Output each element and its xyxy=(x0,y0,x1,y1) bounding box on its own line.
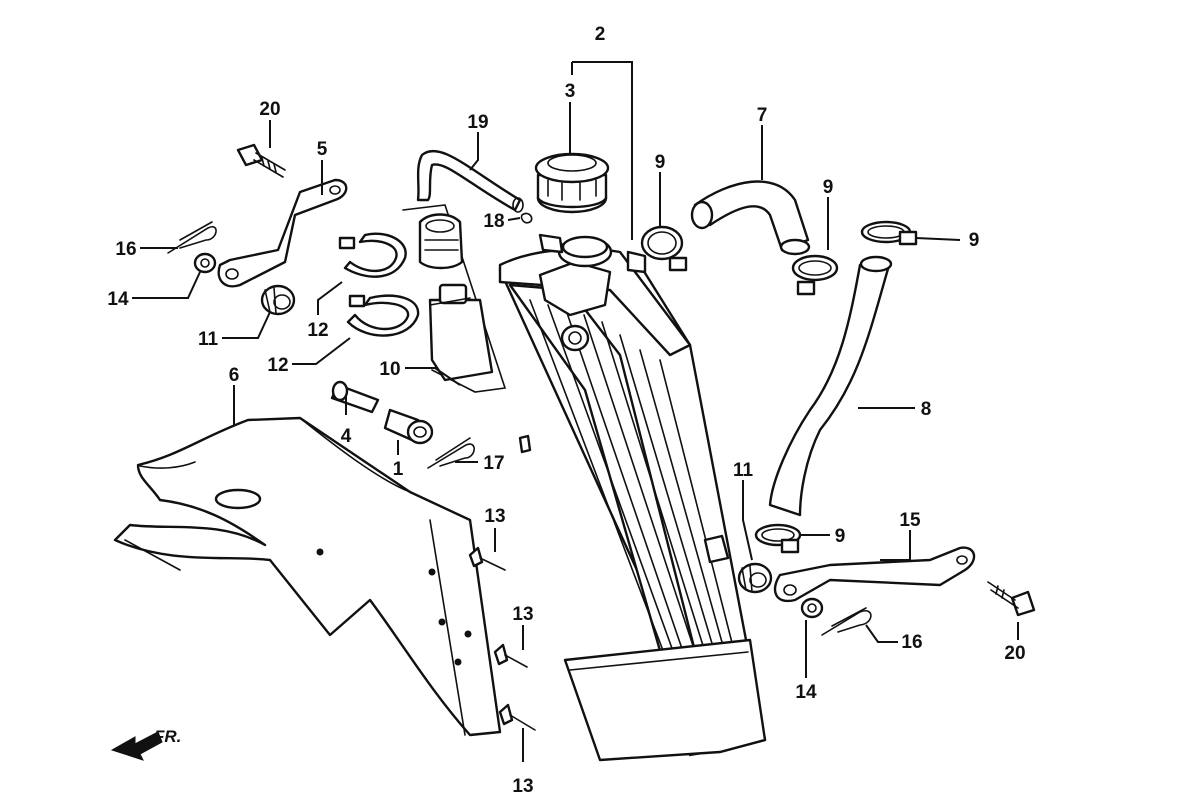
callouts: 20 5 16 14 11 12 12 6 4 1 17 10 19 18 3 … xyxy=(107,24,1025,797)
callout-5: 5 xyxy=(317,139,328,160)
clip-upper xyxy=(167,221,217,254)
callout-2: 2 xyxy=(595,24,606,45)
callout-6: 6 xyxy=(229,365,240,386)
lower-bracket xyxy=(773,546,976,603)
callout-13-c: 13 xyxy=(512,776,533,797)
hose-clamp-b xyxy=(791,254,839,296)
radiator-core xyxy=(498,233,767,762)
clip-17 xyxy=(427,437,475,469)
washer-lower xyxy=(800,597,824,619)
clip-lower xyxy=(821,607,872,636)
callout-15: 15 xyxy=(899,510,921,531)
callout-11-upper: 11 xyxy=(198,329,219,350)
callout-12-lower: 12 xyxy=(267,355,288,376)
callout-14-upper: 14 xyxy=(107,289,129,310)
callout-13-a: 13 xyxy=(484,506,505,527)
callout-18: 18 xyxy=(483,211,504,232)
callout-14-lower: 14 xyxy=(795,682,817,703)
callout-7: 7 xyxy=(757,105,768,126)
callout-1: 1 xyxy=(393,459,404,480)
band-lower xyxy=(346,294,420,337)
upper-hose xyxy=(690,180,811,256)
callout-4: 4 xyxy=(341,426,352,447)
rivet-b xyxy=(493,643,528,668)
front-direction-marker: FR. xyxy=(110,727,181,761)
bolt-lower xyxy=(987,581,1036,617)
callout-20-upper: 20 xyxy=(259,99,280,120)
leader-lines xyxy=(132,61,1019,762)
callout-9-b: 9 xyxy=(823,177,834,198)
hose-clamp-a xyxy=(640,225,688,272)
callout-9-a: 9 xyxy=(655,152,666,173)
callout-11-lower: 11 xyxy=(733,460,754,481)
hose-clamp-c xyxy=(860,220,918,246)
callout-8: 8 xyxy=(921,399,932,420)
hose-clamp-d xyxy=(754,523,802,554)
grommet-upper xyxy=(260,284,296,316)
rivet-c xyxy=(498,703,536,731)
callout-16-lower: 16 xyxy=(901,632,922,653)
callout-16-upper: 16 xyxy=(115,239,136,260)
bolt-upper xyxy=(236,143,286,178)
washer-upper xyxy=(193,252,217,274)
callout-19: 19 xyxy=(467,112,488,133)
callout-17: 17 xyxy=(483,453,504,474)
bushing xyxy=(383,408,434,445)
lower-hose xyxy=(768,255,893,517)
radiator-shroud xyxy=(113,416,502,737)
rivet-a xyxy=(468,546,506,571)
overflow-hose xyxy=(416,149,533,224)
callout-9-d: 9 xyxy=(835,526,846,547)
callout-13-b: 13 xyxy=(512,604,533,625)
callout-3: 3 xyxy=(565,81,576,102)
radiator-cap xyxy=(534,152,610,214)
reservoir-tank xyxy=(402,204,507,393)
callout-20-lower: 20 xyxy=(1004,643,1025,664)
callout-12-upper: 12 xyxy=(307,320,328,341)
front-marker-label: FR. xyxy=(154,727,181,746)
collar xyxy=(330,380,380,414)
grommet-lower xyxy=(737,562,773,594)
callout-9-c: 9 xyxy=(969,230,980,251)
callout-10: 10 xyxy=(379,359,400,380)
band-upper xyxy=(338,232,407,278)
upper-bracket xyxy=(217,178,348,288)
